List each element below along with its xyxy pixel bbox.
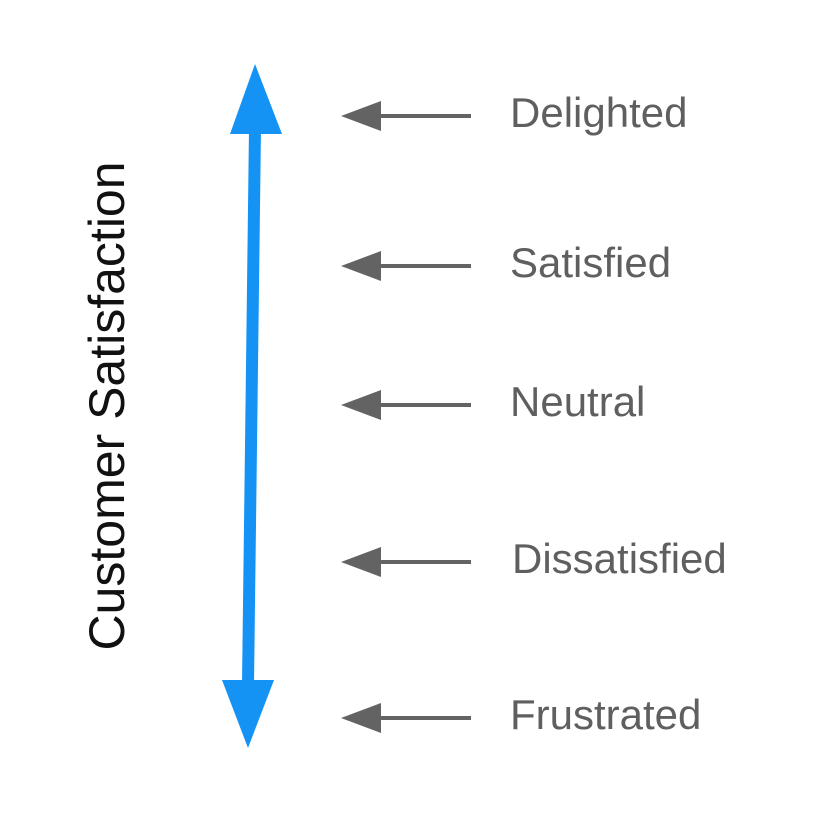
arrowhead [341, 101, 381, 131]
left-arrow-icon [341, 547, 471, 577]
level-row: Neutral [341, 378, 645, 425]
level-row: Delighted [341, 89, 687, 136]
down-arrowhead-icon [222, 680, 274, 748]
level-row: Dissatisfied [341, 535, 727, 582]
level-label: Delighted [510, 89, 687, 136]
level-label: Frustrated [510, 691, 701, 738]
left-arrow-icon [341, 703, 471, 733]
level-label: Neutral [510, 378, 645, 425]
left-arrow-icon [341, 390, 471, 420]
satisfaction-levels: DelightedSatisfiedNeutralDissatisfiedFru… [341, 89, 727, 738]
level-label: Satisfied [510, 239, 671, 286]
arrowhead [341, 390, 381, 420]
axis-label: Customer Satisfaction [79, 161, 135, 650]
arrowhead [341, 703, 381, 733]
axis-shaft [242, 127, 261, 685]
left-arrow-icon [341, 251, 471, 281]
level-row: Frustrated [341, 691, 701, 738]
arrowhead [341, 547, 381, 577]
level-label: Dissatisfied [512, 535, 727, 582]
level-row: Satisfied [341, 239, 671, 286]
left-arrow-icon [341, 101, 471, 131]
satisfaction-axis-arrow-icon [222, 64, 282, 748]
arrowhead [341, 251, 381, 281]
up-arrowhead-icon [230, 64, 282, 134]
